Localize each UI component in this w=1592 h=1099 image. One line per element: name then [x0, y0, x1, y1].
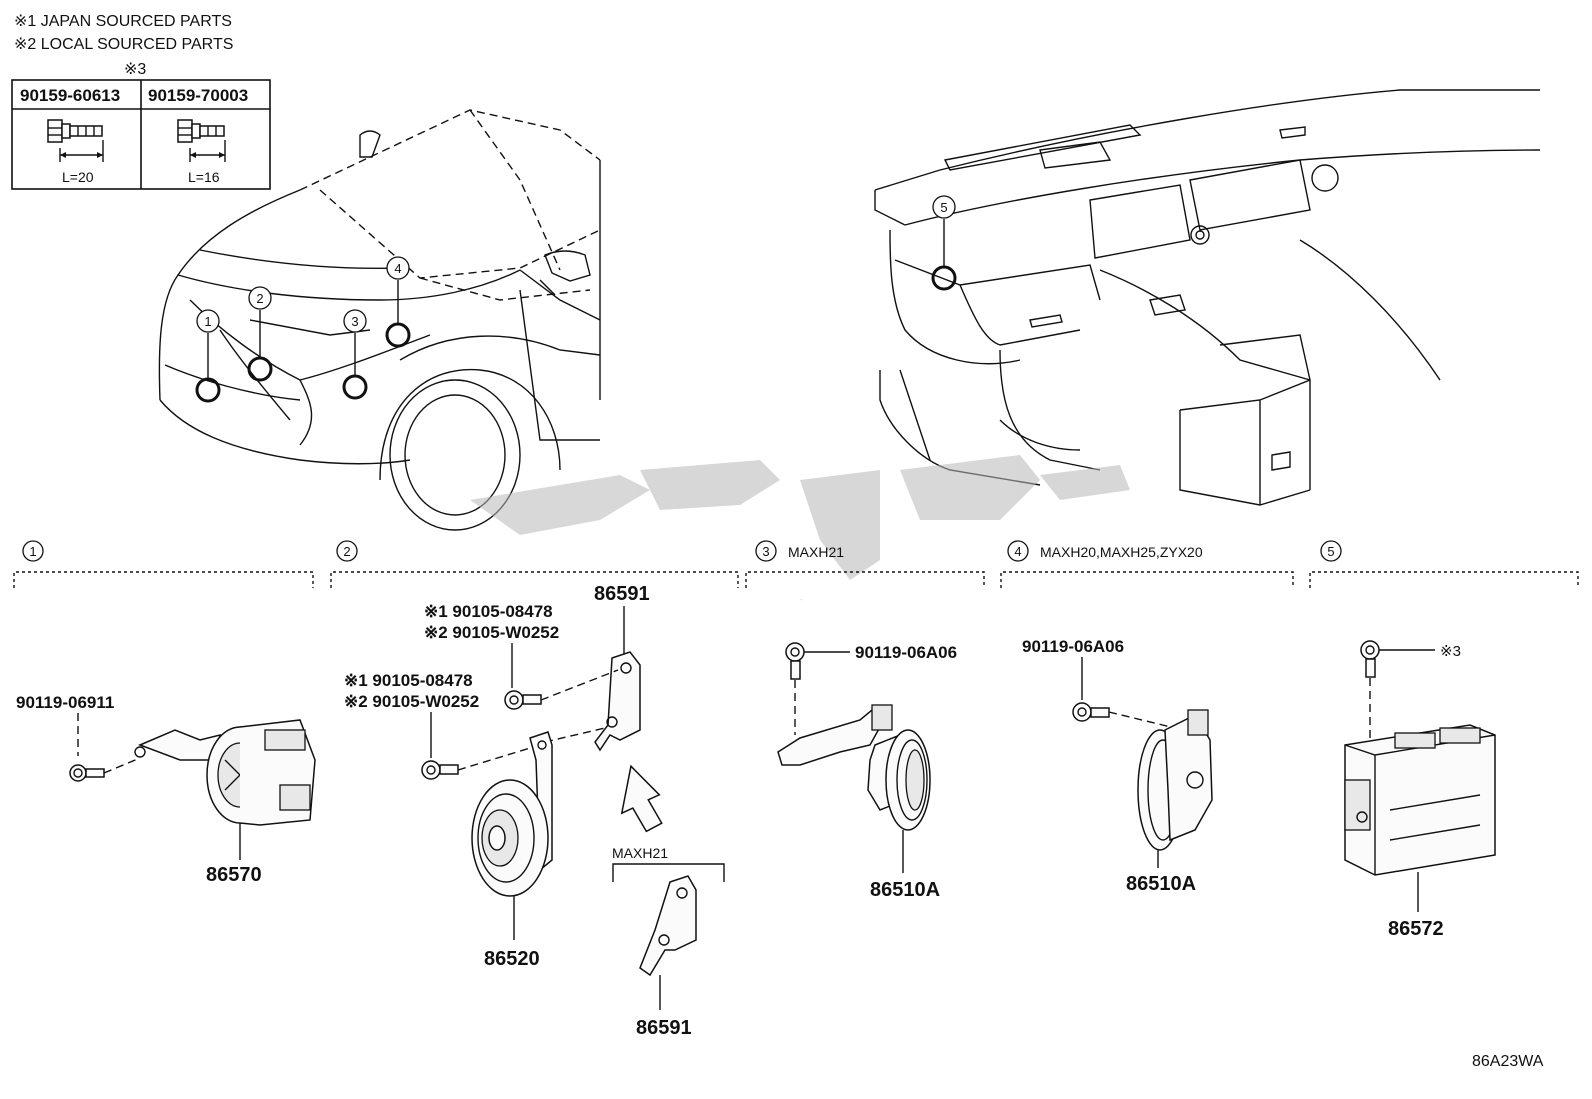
section-4-parts: 90119-06A06 86510A: [1022, 637, 1213, 895]
section-4-number: 4: [1014, 544, 1021, 559]
location-marker-3: [342, 374, 368, 400]
bolt-icon-l16: [177, 119, 226, 162]
section-4-label: MAXH20,MAXH25,ZYX20: [1040, 544, 1203, 560]
car-callouts: 1 2 3 4: [195, 256, 411, 403]
section-3-label: MAXH21: [788, 544, 844, 560]
horn-86520: [471, 731, 553, 897]
location-marker-1: [195, 377, 221, 403]
location-marker-2: [247, 356, 273, 382]
watermark-logo: تویوتا: [470, 455, 1130, 601]
part-s2-bolt-a1-label: ※1 90105-08478: [424, 602, 553, 621]
callout-2: 2: [256, 291, 263, 306]
bracket-86591-bottom: [639, 875, 697, 977]
part-90119-06a06-s3-label: 90119-06A06: [855, 643, 957, 662]
location-marker-5: [931, 265, 957, 291]
part-s5-bolt-label: ※3: [1440, 643, 1461, 660]
section-3-number: 3: [762, 544, 769, 559]
dashboard-callouts: 5: [931, 195, 957, 291]
callout-4: 4: [394, 261, 401, 276]
part-s2-bolt-a2-label: ※2 90105-W0252: [424, 623, 559, 642]
part-86591-top-label: 86591: [594, 583, 650, 605]
part-86572-label: 86572: [1388, 918, 1444, 940]
bolt-s5: [1360, 640, 1380, 678]
location-marker-4: [385, 322, 411, 348]
part-90119-06911-label: 90119-06911: [16, 693, 114, 712]
section-2-parts: 86591 ※1 90105-08478 ※2 90105-W0252 ※1 9…: [344, 583, 725, 1039]
part-86510a-s3-label: 86510A: [870, 879, 940, 901]
note-local-sourced: ※2 LOCAL SOURCED PARTS: [14, 36, 233, 53]
bolt-90119-06911: [69, 764, 105, 782]
section-5-number: 5: [1327, 544, 1334, 559]
bolt-s2-lower: [421, 760, 459, 780]
callout-1: 1: [204, 314, 211, 329]
bolt-table-part-2: 90159-70003: [148, 86, 248, 105]
watermark-text: تویوتا: [799, 599, 803, 601]
horn-86510a-s4: [1137, 709, 1213, 851]
section-headers: 1 2 3 MAXH21 4 MAXH20,MAXH25,ZYX20 5: [13, 540, 1579, 588]
bolt-table: 90159-60613 90159-70003 L=20: [11, 79, 271, 190]
bracket-86591-top: [594, 651, 641, 752]
horn-86510a-s3: [777, 704, 931, 831]
part-86570-label: 86570: [206, 864, 262, 886]
legend-notes: ※1 JAPAN SOURCED PARTS ※2 LOCAL SOURCED …: [14, 13, 233, 78]
part-s2-bolt-b1-label: ※1 90105-08478: [344, 671, 473, 690]
horn-controller-86572: [1344, 724, 1496, 876]
section-2-variant-label: MAXH21: [612, 845, 668, 861]
section-1-number: 1: [29, 544, 36, 559]
callout-3: 3: [351, 314, 358, 329]
part-s2-bolt-b2-label: ※2 90105-W0252: [344, 692, 479, 711]
part-86591-bottom-label: 86591: [636, 1017, 692, 1039]
horn-switch-86570: [134, 719, 316, 826]
bolt-table-part-1: 90159-60613: [20, 86, 120, 105]
section-5-parts: ※3 86572: [1344, 640, 1496, 940]
part-86520-label: 86520: [484, 948, 540, 970]
section-2-number: 2: [343, 544, 350, 559]
bolt-s2-upper: [504, 690, 542, 710]
dashboard-illustration: [874, 89, 1541, 506]
note-3-mark: ※3: [124, 61, 146, 78]
part-90119-06a06-s4-label: 90119-06A06: [1022, 637, 1124, 656]
bolt-length-1: L=20: [62, 169, 94, 185]
diagram-id: 86A23WA: [1472, 1053, 1544, 1070]
bolt-90119-06a06-s4: [1072, 702, 1110, 722]
note-japan-sourced: ※1 JAPAN SOURCED PARTS: [14, 13, 232, 30]
bolt-icon-l20: [47, 119, 104, 162]
section-1-parts: 90119-06911 86570: [16, 693, 316, 886]
direction-arrow-icon: [620, 764, 663, 833]
callout-5: 5: [940, 200, 947, 215]
part-86510a-s4-label: 86510A: [1126, 873, 1196, 895]
bolt-90119-06a06-s3: [785, 642, 805, 680]
bolt-length-2: L=16: [188, 169, 220, 185]
section-3-parts: 90119-06A06 86510A: [777, 642, 957, 901]
